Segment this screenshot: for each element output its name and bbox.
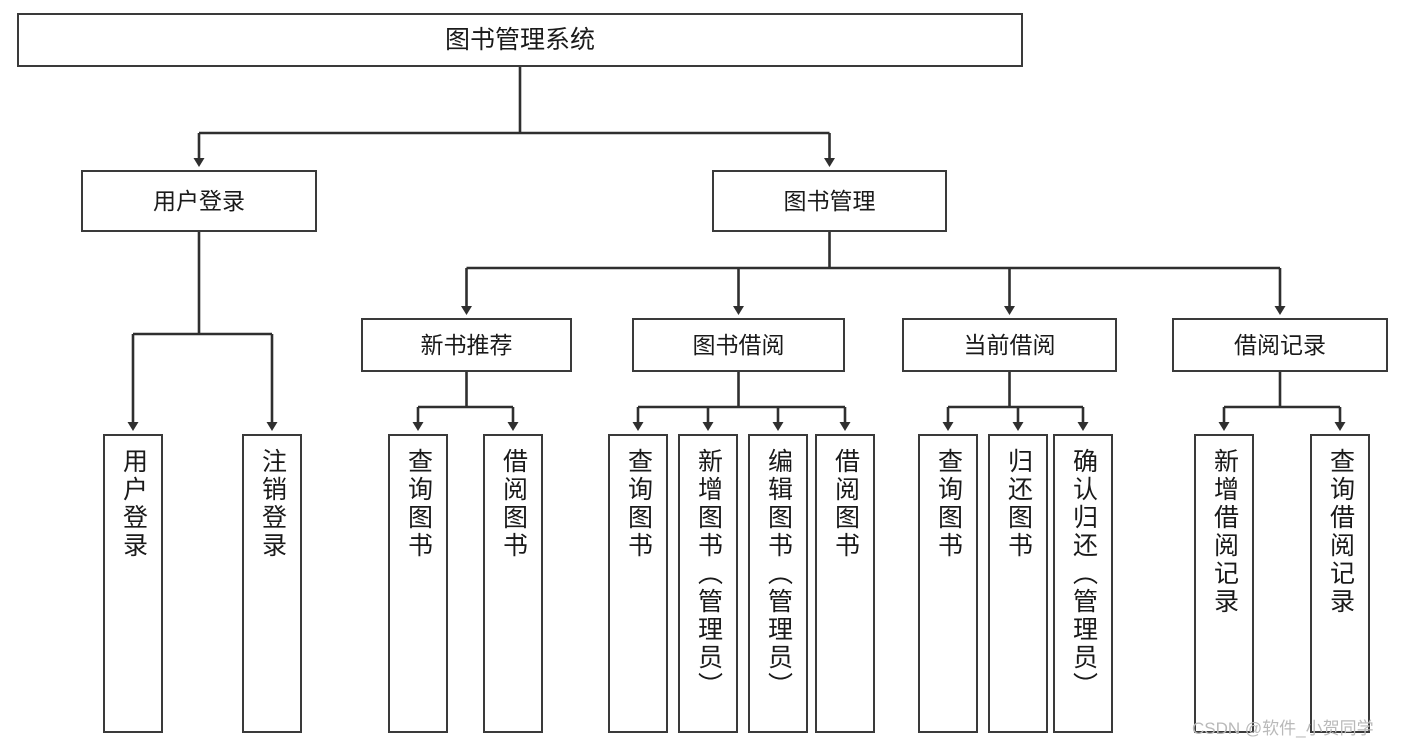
node-leaf-confirm-return[interactable]: 确认归还（管理员） bbox=[1053, 434, 1113, 733]
node-label: 借阅图书 bbox=[831, 448, 860, 560]
node-borrow-record[interactable]: 借阅记录 bbox=[1172, 318, 1388, 372]
node-label: 确认归还（管理员） bbox=[1069, 448, 1098, 700]
node-leaf-query-book-1[interactable]: 查询图书 bbox=[388, 434, 448, 733]
node-leaf-query-borrow-record[interactable]: 查询借阅记录 bbox=[1310, 434, 1370, 733]
node-leaf-add-borrow-record[interactable]: 新增借阅记录 bbox=[1194, 434, 1254, 733]
node-label: 编辑图书（管理员） bbox=[764, 448, 793, 700]
node-label: 用户登录 bbox=[153, 187, 245, 214]
node-label: 查询图书 bbox=[934, 448, 963, 560]
node-leaf-query-book-3[interactable]: 查询图书 bbox=[918, 434, 978, 733]
node-label: 图书借阅 bbox=[692, 331, 785, 358]
node-book-borrow[interactable]: 图书借阅 bbox=[632, 318, 845, 372]
node-label: 用户登录 bbox=[119, 448, 148, 560]
node-book-manage[interactable]: 图书管理 bbox=[712, 170, 947, 232]
node-label: 图书管理系统 bbox=[444, 25, 595, 54]
node-label: 图书管理 bbox=[783, 187, 876, 214]
node-current-borrow[interactable]: 当前借阅 bbox=[902, 318, 1117, 372]
node-leaf-return-book[interactable]: 归还图书 bbox=[988, 434, 1048, 733]
node-root[interactable]: 图书管理系统 bbox=[17, 13, 1023, 67]
node-label: 当前借阅 bbox=[963, 331, 1056, 358]
node-leaf-borrow-book-2[interactable]: 借阅图书 bbox=[815, 434, 875, 733]
node-label: 新增借阅记录 bbox=[1210, 448, 1239, 616]
node-leaf-query-book-2[interactable]: 查询图书 bbox=[608, 434, 668, 733]
node-label: 查询借阅记录 bbox=[1326, 448, 1355, 616]
node-label: 新书推荐 bbox=[420, 331, 513, 358]
node-label: 新增图书（管理员） bbox=[694, 448, 723, 700]
node-label: 归还图书 bbox=[1004, 448, 1033, 560]
node-leaf-edit-book[interactable]: 编辑图书（管理员） bbox=[748, 434, 808, 733]
node-leaf-user-logout[interactable]: 注销登录 bbox=[242, 434, 302, 733]
node-user-login[interactable]: 用户登录 bbox=[81, 170, 317, 232]
node-leaf-borrow-book-1[interactable]: 借阅图书 bbox=[483, 434, 543, 733]
node-leaf-user-login[interactable]: 用户登录 bbox=[103, 434, 163, 733]
node-leaf-add-book[interactable]: 新增图书（管理员） bbox=[678, 434, 738, 733]
node-label: 注销登录 bbox=[258, 448, 287, 560]
node-label: 查询图书 bbox=[404, 448, 433, 560]
node-new-book-recommend[interactable]: 新书推荐 bbox=[361, 318, 572, 372]
node-label: 借阅图书 bbox=[499, 448, 528, 560]
node-label: 借阅记录 bbox=[1234, 331, 1326, 358]
node-label: 查询图书 bbox=[624, 448, 653, 560]
